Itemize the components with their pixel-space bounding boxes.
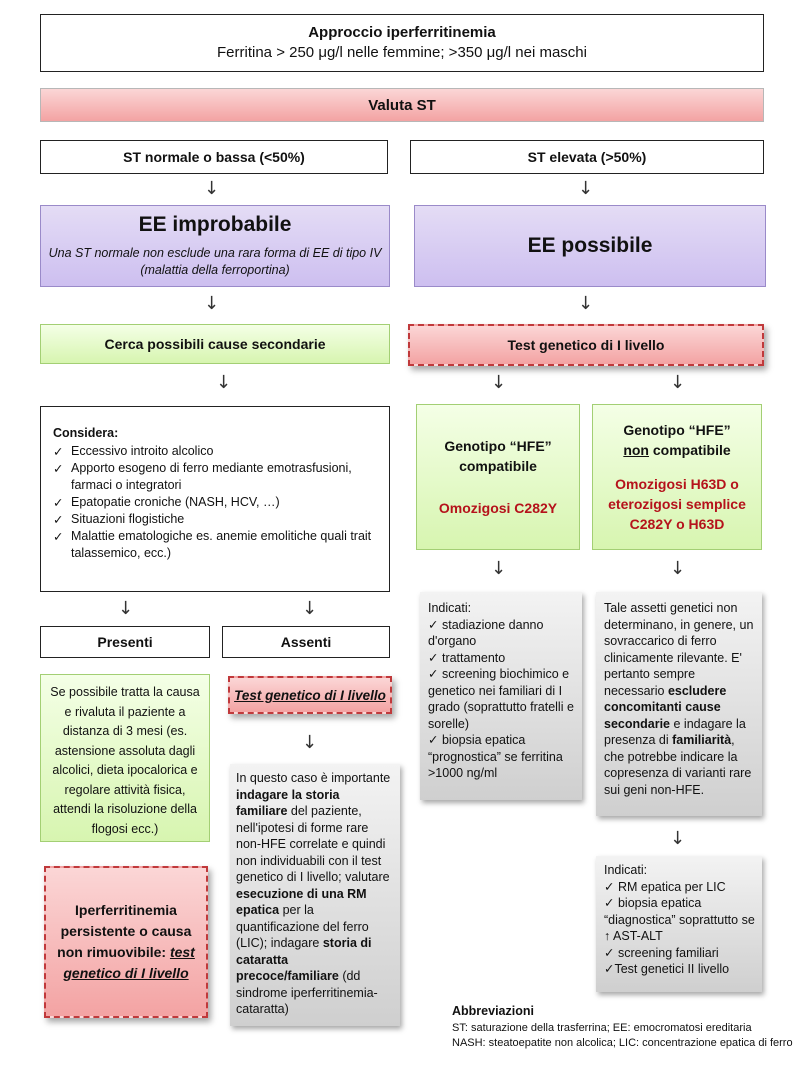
arrow-down-icon: ↓ <box>670 558 686 579</box>
list-item: ✓Situazioni flogistiche <box>53 512 185 527</box>
list-item: ✓Test genetici II livello <box>604 961 730 976</box>
valuta-st-box: Valuta ST <box>40 88 764 122</box>
header-subtitle: Ferritina > 250 μg/l nelle femmine; >350… <box>217 44 587 61</box>
assenti-box: Assenti <box>222 626 390 658</box>
assenti-test-label: Test genetico di I livello <box>234 687 386 703</box>
list-item: ✓ screening biochimico e genetico nei fa… <box>428 666 574 731</box>
check-icon: ✓ <box>53 495 64 510</box>
arrow-down-icon: ↓ <box>491 372 507 393</box>
arrow-down-icon: ↓ <box>204 178 220 199</box>
hfe-compatibile-box: Genotipo “HFE” compatibile Omozigosi C28… <box>416 404 580 550</box>
arrow-down-icon: ↓ <box>216 372 232 393</box>
list-item: ✓Apporto esogeno di ferro mediante emotr… <box>53 461 352 492</box>
presenti-text: Se possibile tratta la causa e rivaluta … <box>50 685 200 836</box>
arrow-down-icon: ↓ <box>670 372 686 393</box>
presenti-text-box: Se possibile tratta la causa e rivaluta … <box>40 674 210 842</box>
presenti-box: Presenti <box>40 626 210 658</box>
arrow-down-icon: ↓ <box>302 732 318 753</box>
considera-title: Considera: <box>53 426 119 440</box>
check-icon: ✓ <box>428 649 439 665</box>
hfe-compatibile-result: Omozigosi C282Y <box>438 500 558 516</box>
st-normale-box: ST normale o bassa (<50%) <box>40 140 388 174</box>
indicati-non-compatibile-list: ✓ RM epatica per LIC ✓ biopsia epatica “… <box>604 879 756 978</box>
cerca-cause-label: Cerca possibili cause secondarie <box>104 336 326 352</box>
check-icon: ✓ <box>428 616 439 632</box>
st-elevata-label: ST elevata (>50%) <box>527 149 647 165</box>
check-icon: ✓ <box>53 444 64 459</box>
list-item: ✓ stadiazione danno d'organo <box>428 616 544 649</box>
header-title: Approccio iperferritinemia <box>308 24 496 41</box>
st-elevata-box: ST elevata (>50%) <box>410 140 764 174</box>
ee-improbabile-box: EE improbabile Una ST normale non esclud… <box>40 205 390 287</box>
indicati-non-compatibile-title: Indicati: <box>604 863 648 877</box>
list-item: ✓ screening familiari <box>604 944 719 960</box>
persistente-text: Iperferritinemia persistente o causa non… <box>57 902 195 981</box>
hfe-compatibile-title: Genotipo “HFE” compatibile <box>444 438 552 474</box>
check-icon: ✓ <box>53 461 64 476</box>
arrow-down-icon: ↓ <box>118 598 134 619</box>
ee-possibile-box: EE possibile <box>414 205 766 287</box>
cerca-cause-box: Cerca possibili cause secondarie <box>40 324 390 364</box>
check-icon: ✓ <box>428 732 439 747</box>
assetti-genetici-box: Tale assetti genetici non determinano, i… <box>596 592 762 816</box>
indicati-compatibile-title: Indicati: <box>428 601 472 615</box>
list-item: ✓Eccessivo introito alcolico <box>53 444 214 459</box>
st-normale-label: ST normale o bassa (<50%) <box>123 149 305 165</box>
considera-list: ✓Eccessivo introito alcolico ✓Apporto es… <box>53 443 379 562</box>
abbreviazioni-line2: NASH: steatoepatite non alcolica; LIC: c… <box>452 1037 793 1049</box>
valuta-st-label: Valuta ST <box>368 96 436 114</box>
check-icon: ✓ <box>604 878 615 894</box>
ee-improbabile-title: EE improbabile <box>138 213 292 236</box>
abbreviazioni-box: Abbreviazioni ST: saturazione della tras… <box>452 1004 797 1062</box>
check-icon: ✓ <box>53 512 64 527</box>
list-item: ✓Epatopatie croniche (NASH, HCV, …) <box>53 495 280 510</box>
hfe-non-compatibile-result: Omozigosi H63D o eterozigosi semplice C2… <box>608 476 746 532</box>
arrow-down-icon: ↓ <box>302 598 318 619</box>
check-icon: ✓ <box>604 944 615 960</box>
list-item: ✓ trattamento <box>428 649 506 665</box>
check-icon: ✓ <box>604 961 615 976</box>
abbreviazioni-title: Abbreviazioni <box>452 1004 534 1018</box>
hfe-non-compatibile-box: Genotipo “HFE” non compatibile Omozigosi… <box>592 404 762 550</box>
check-icon: ✓ <box>53 529 64 544</box>
indicati-compatibile-list: ✓ stadiazione danno d'organo ✓ trattamen… <box>428 617 576 782</box>
arrow-down-icon: ↓ <box>670 828 686 849</box>
assenti-detail-box: In questo caso è importante indagare la … <box>230 764 400 1026</box>
presenti-label: Presenti <box>97 634 153 650</box>
hfe-non-compatibile-title: Genotipo “HFE” non compatibile <box>623 422 731 458</box>
indicati-non-compatibile-box: Indicati: ✓ RM epatica per LIC ✓ biopsia… <box>596 856 762 992</box>
assenti-test-box: Test genetico di I livello <box>228 676 392 714</box>
persistente-box: Iperferritinemia persistente o causa non… <box>44 866 208 1018</box>
ee-possibile-title: EE possibile <box>527 234 653 257</box>
check-icon: ✓ <box>604 895 615 910</box>
test-genetico-right-box: Test genetico di I livello <box>408 324 764 366</box>
arrow-down-icon: ↓ <box>491 558 507 579</box>
list-item: ✓ biopsia epatica “diagnostica” soprattu… <box>604 895 755 943</box>
arrow-down-icon: ↓ <box>578 293 594 314</box>
arrow-down-icon: ↓ <box>204 293 220 314</box>
assenti-label: Assenti <box>280 634 332 650</box>
ee-improbabile-note: Una ST normale non esclude una rara form… <box>48 246 382 277</box>
test-genetico-right-label: Test genetico di I livello <box>507 337 665 353</box>
abbreviazioni-line1: ST: saturazione della trasferrina; EE: e… <box>452 1022 752 1034</box>
list-item: ✓ biopsia epatica “prognostica” se ferri… <box>428 732 563 780</box>
indicati-compatibile-box: Indicati: ✓ stadiazione danno d'organo ✓… <box>420 592 582 800</box>
list-item: ✓Malattie ematologiche es. anemie emolit… <box>53 529 372 560</box>
check-icon: ✓ <box>428 666 439 681</box>
list-item: ✓ RM epatica per LIC <box>604 878 726 894</box>
considera-box: Considera: ✓Eccessivo introito alcolico … <box>40 406 390 592</box>
arrow-down-icon: ↓ <box>578 178 594 199</box>
header-box: Approccio iperferritinemia Ferritina > 2… <box>40 14 764 72</box>
